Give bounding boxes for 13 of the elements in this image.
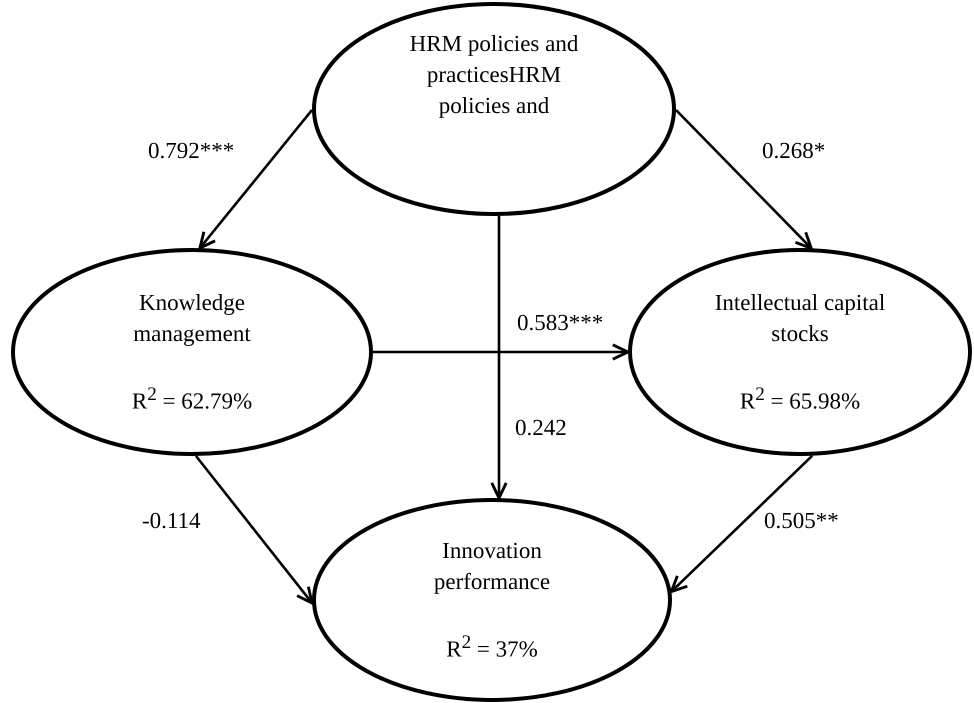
r-squared-value: R$^{2}$ = 62.79% xyxy=(132,383,252,416)
arrow xyxy=(490,216,508,500)
construct-name: Intellectual capital stocks xyxy=(714,289,886,348)
arrow xyxy=(198,109,313,250)
construct-name: Innovation performance xyxy=(432,537,552,596)
arrow xyxy=(670,454,814,594)
arrow xyxy=(675,109,813,250)
arrow xyxy=(194,455,314,605)
arrow xyxy=(373,343,630,361)
construct-name: HRM policies and practicesHRM policies and xyxy=(408,30,580,120)
r-squared-value: R$^{2}$ = 37% xyxy=(446,631,538,664)
r-squared-value: R$^{2}$ = 65.98% xyxy=(740,383,860,416)
construct-name: Knowledge management xyxy=(132,289,252,348)
